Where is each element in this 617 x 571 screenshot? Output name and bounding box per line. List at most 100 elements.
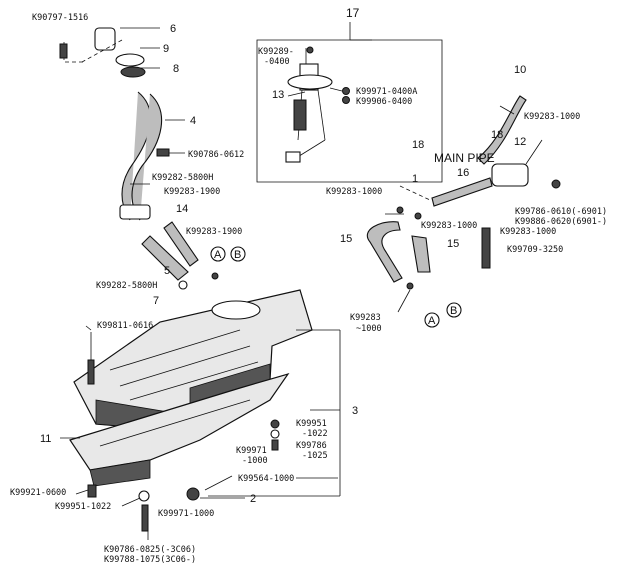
marker-a-top-label: A [214, 249, 222, 261]
code-k99971-0400a: K99971-0400A [356, 87, 417, 97]
code-k99811: K99811-0616 [97, 321, 153, 331]
marker-a-bottom-label: A [428, 315, 436, 327]
code-k99289: K99289- [258, 47, 294, 57]
code-k99283-dn: K99283 [350, 313, 381, 323]
main-pipe-dash [399, 185, 431, 201]
part-codes: K90797-1516 K90786-0612 K99282-5800H K99… [10, 13, 607, 565]
code-k90786-0825: K90786-0825(-3C06) [104, 545, 196, 555]
callout-6: 6 [170, 23, 176, 35]
hose-14 [163, 221, 199, 267]
hose-10 [477, 95, 527, 165]
leader-lines [60, 27, 543, 499]
marker-a-bottom [424, 312, 440, 328]
hose-15-right [411, 235, 431, 273]
callout-numbers: 17 6 9 8 4 13 10 18 18 12 1 16 14 15 15 … [40, 6, 526, 505]
pump-opening [211, 300, 261, 320]
hose-clip-a [211, 272, 219, 280]
bolt-0616 [87, 359, 95, 385]
gasket-icon [342, 96, 350, 104]
leader-nut [329, 87, 343, 92]
code-k99886-0620: K99886-0620(6901-) [515, 217, 607, 227]
clip-1000-m [414, 212, 422, 220]
code-k99971-1000: K99971-1000 [158, 509, 214, 519]
pump-flange [287, 74, 333, 90]
tick-1022 [121, 497, 141, 507]
guard-edge [99, 399, 251, 447]
leader-dn [397, 289, 411, 313]
filler-pipe-b [131, 93, 163, 221]
tank-rib-2 [119, 345, 251, 387]
code-k99951-1022-right-b: -1022 [302, 429, 328, 439]
bolt-0610 [551, 179, 561, 189]
hose-15-left [367, 221, 403, 283]
code-k99283-1900a: K99283-1900 [164, 187, 220, 197]
callout-11: 11 [40, 433, 51, 445]
code-k99709: K99709-3250 [507, 245, 563, 255]
tick-0600 [75, 489, 89, 495]
callout-15-left: 15 [340, 233, 352, 245]
marker-b-bottom-label: B [450, 305, 457, 317]
callout-12: 12 [514, 136, 526, 148]
bolt-0825 [141, 504, 149, 532]
callout-15-right: 15 [447, 238, 459, 250]
code-k99283-1000-left: K99283-1000 [326, 187, 382, 197]
main-pipe-label: MAIN PIPE [434, 151, 495, 165]
callout-2: 2 [250, 493, 256, 505]
filler-packing [120, 66, 146, 78]
fuel-cap [94, 27, 116, 51]
code-k90797: K90797-1516 [32, 13, 88, 23]
washer-1000-r [270, 429, 280, 439]
callout-1: 1 [412, 173, 418, 185]
pump-motor [293, 99, 307, 131]
bolt-0612-icon [156, 148, 170, 157]
code-k99921: K99921-0600 [10, 488, 66, 498]
callout-18-right: 18 [491, 129, 503, 141]
float [285, 151, 301, 163]
code-k99283-1000-n: K99283-1000 [500, 227, 556, 237]
bolt-3250 [481, 227, 491, 269]
bolt-0600 [87, 484, 97, 498]
callout-14: 14 [176, 203, 188, 215]
washer-1022 [138, 490, 150, 502]
tank-rib-3 [129, 361, 259, 401]
clip-7 [178, 280, 188, 290]
tank-under-guard [69, 372, 290, 487]
code-k99951-1022-right: K99951 [296, 419, 327, 429]
tick-564 [204, 475, 233, 491]
code-k99971-1000-right: K99971 [236, 446, 267, 456]
leader-12 [525, 139, 543, 165]
code-k99564: K99564-1000 [238, 474, 294, 484]
callout-17: 17 [346, 6, 360, 20]
nut-icon [342, 87, 350, 95]
code-leaders [75, 325, 233, 540]
float-arm [295, 139, 326, 159]
bolt-icon [59, 43, 68, 59]
callout-3: 3 [352, 405, 358, 417]
bolt-1025-r [271, 439, 279, 451]
filler-hose-joint [119, 204, 151, 220]
callout-8: 8 [173, 63, 179, 75]
callout-18-left: 18 [412, 139, 424, 151]
callout-9: 9 [163, 43, 169, 55]
clip-1000-l [396, 206, 404, 214]
pump-pipe-2 [317, 89, 326, 141]
callout-7: 7 [153, 295, 159, 307]
code-k99951-1022: K99951-1022 [55, 502, 111, 512]
tank-rib-1 [109, 329, 241, 371]
code-k99283-1000-right: K99283-1000 [524, 112, 580, 122]
cap-dash-leader [81, 39, 123, 63]
cap-ring-gasket [115, 53, 145, 67]
marker-b-top [230, 246, 246, 262]
callout-5: 5 [164, 265, 170, 277]
guard-side [89, 459, 151, 487]
code-k99786-1025: K99786 [296, 441, 327, 451]
code-k99283-1000-mid: K99283-1000 [421, 221, 477, 231]
code-k99971-1000-right-b: -1000 [242, 456, 268, 466]
marker-b-top-label: B [234, 249, 241, 261]
filler-neck-assembly [59, 27, 185, 221]
callout-16: 16 [457, 167, 469, 179]
callout-4: 4 [190, 115, 196, 127]
marker-a-top [210, 246, 226, 262]
tick-0616 [85, 325, 92, 331]
